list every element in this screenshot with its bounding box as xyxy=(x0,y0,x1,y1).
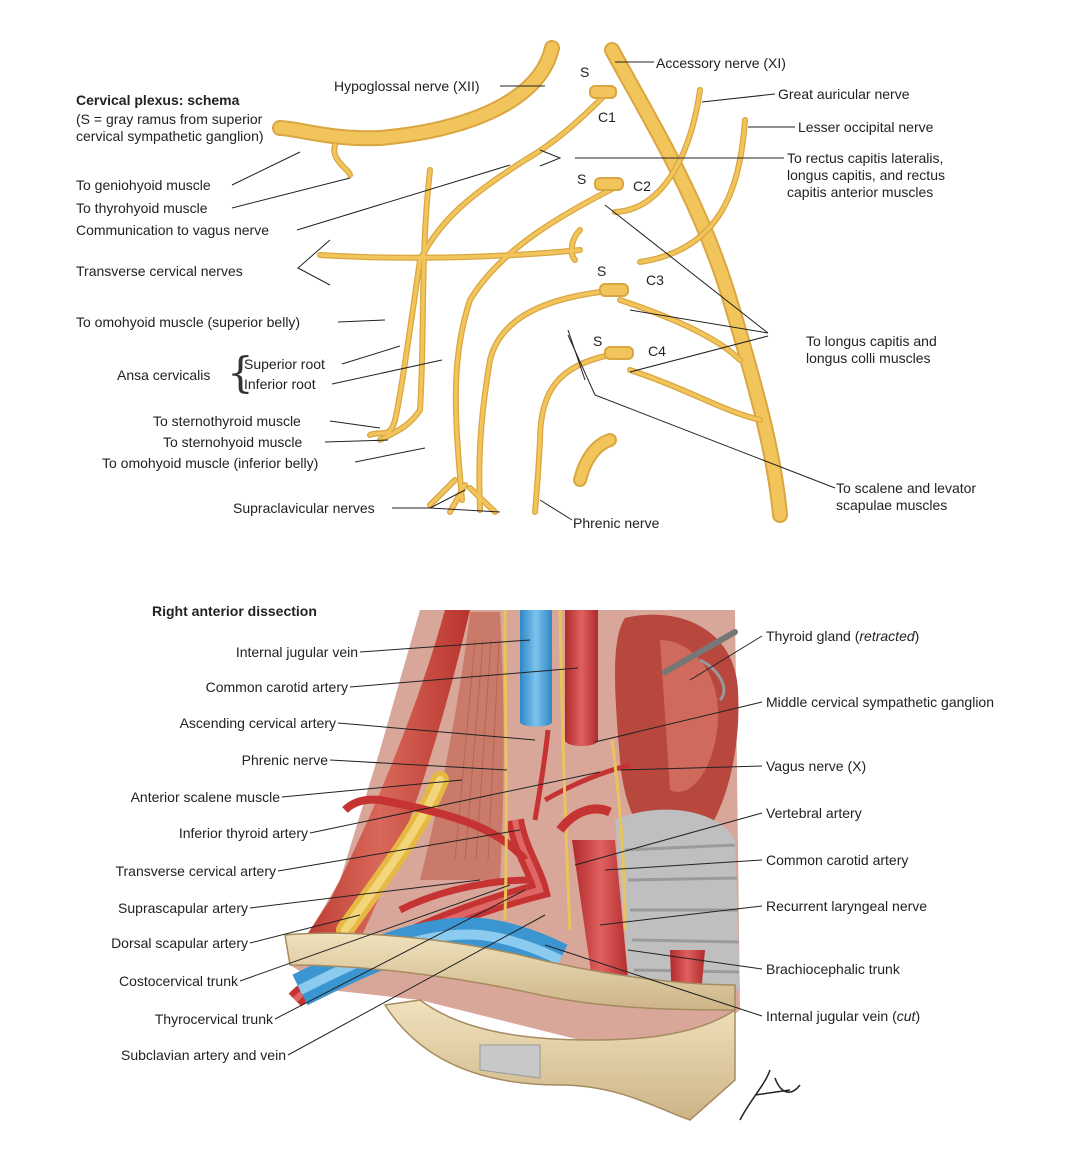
label-omohyoid-inferior: To omohyoid muscle (inferior belly) xyxy=(102,455,319,471)
label-thyroid-gland: Thyroid gland (retracted) xyxy=(766,628,919,645)
artist-signature xyxy=(739,1069,801,1121)
ijv-prefix: Internal jugular vein ( xyxy=(766,1008,897,1024)
label-phrenic: Phrenic nerve xyxy=(573,515,660,531)
label-costocervical: Costocervical trunk xyxy=(118,973,238,989)
label-recurrent-laryngeal: Recurrent laryngeal nerve xyxy=(766,898,928,914)
label-rectus-capitis: To rectus capitis lateralis, longus capi… xyxy=(787,150,945,200)
label-suprascapular: Suprascapular artery xyxy=(118,900,248,916)
label-middle-ganglion: Middle cervical sympathetic ganglion xyxy=(766,694,994,710)
label-longus-capitis: To longus capitis and longus colli muscl… xyxy=(806,333,937,366)
label-transverse-cervical-artery: Transverse cervical artery xyxy=(115,863,276,879)
label-communication-vagus: Communication to vagus nerve xyxy=(76,222,269,238)
schema-title: Cervical plexus: schema xyxy=(76,92,240,108)
label-thyrohyoid: To thyrohyoid muscle xyxy=(76,200,208,216)
dissection-leader-lines xyxy=(239,635,763,1056)
label-thyrocervical: Thyrocervical trunk xyxy=(154,1011,273,1027)
label-vagus: Vagus nerve (X) xyxy=(766,758,867,774)
label-ansa-cervicalis: Ansa cervicalis xyxy=(117,367,211,383)
label-omohyoid-superior: To omohyoid muscle (superior belly) xyxy=(76,314,301,330)
label-scalene-levator: To scalene and levator scapulae muscles xyxy=(836,480,977,513)
level-c4: C4 xyxy=(648,343,666,359)
dissection-title: Right anterior dissection xyxy=(152,603,317,619)
label-common-carotid-right: Common carotid artery xyxy=(766,852,909,868)
label-superior-root: Superior root xyxy=(244,356,325,372)
label-lesser-occipital: Lesser occipital nerve xyxy=(798,119,934,135)
label-dorsal-scapular: Dorsal scapular artery xyxy=(111,935,248,951)
label-great-auricular: Great auricular nerve xyxy=(778,86,910,102)
label-ijv-cut: Internal jugular vein (cut) xyxy=(766,1008,920,1025)
level-s3: S xyxy=(597,263,607,279)
root-c2 xyxy=(594,177,624,191)
first-rib-shape xyxy=(383,999,736,1121)
internal-jugular-vein-shape xyxy=(520,610,552,727)
muscle-left-shape xyxy=(290,610,470,960)
schema-leader-lines xyxy=(231,61,836,521)
common-carotid-artery-shape xyxy=(565,610,598,746)
label-common-carotid-left: Common carotid artery xyxy=(205,679,348,695)
level-s2: S xyxy=(577,171,587,187)
label-vertebral: Vertebral artery xyxy=(766,805,862,821)
thyroid-suffix: ) xyxy=(914,628,920,644)
level-c2: C2 xyxy=(633,178,651,194)
schema-note: (S = gray ramus from superior cervical s… xyxy=(76,111,264,144)
thyroid-prefix: Thyroid gland ( xyxy=(766,628,860,644)
cervical-plexus-schema xyxy=(272,40,788,523)
label-phrenic-nerve: Phrenic nerve xyxy=(241,752,328,768)
label-sternothyroid: To sternothyroid muscle xyxy=(153,413,301,429)
label-internal-jugular-vein: Internal jugular vein xyxy=(235,644,358,660)
label-subclavian: Subclavian artery and vein xyxy=(121,1047,286,1063)
label-accessory: Accessory nerve (XI) xyxy=(656,55,786,71)
level-c3: C3 xyxy=(646,272,664,288)
label-inferior-root: Inferior root xyxy=(244,376,316,392)
label-hypoglossal: Hypoglossal nerve (XII) xyxy=(334,78,480,94)
brace-glyph: { xyxy=(227,348,254,397)
root-c1 xyxy=(589,85,617,99)
label-anterior-scalene: Anterior scalene muscle xyxy=(130,789,280,805)
level-c1: C1 xyxy=(598,109,616,125)
label-inferior-thyroid: Inferior thyroid artery xyxy=(178,825,308,841)
level-s1: S xyxy=(580,64,590,80)
ijv-suffix: ) xyxy=(915,1008,921,1024)
label-geniohyoid: To geniohyoid muscle xyxy=(76,177,211,193)
label-ascending-cervical: Ascending cervical artery xyxy=(179,715,336,731)
label-brachiocephalic: Brachiocephalic trunk xyxy=(766,961,900,977)
root-c3 xyxy=(599,283,629,297)
root-c4 xyxy=(604,346,634,360)
neck-dissection-illustration xyxy=(284,609,740,1121)
label-sternohyoid: To sternohyoid muscle xyxy=(163,434,303,450)
label-transverse-cervical: Transverse cervical nerves xyxy=(76,263,243,279)
level-s4: S xyxy=(593,333,603,349)
trachea-shape xyxy=(615,809,740,998)
label-supraclavicular: Supraclavicular nerves xyxy=(233,500,375,516)
thyroid-italic: retracted xyxy=(859,628,915,644)
ijv-italic: cut xyxy=(896,1008,916,1024)
